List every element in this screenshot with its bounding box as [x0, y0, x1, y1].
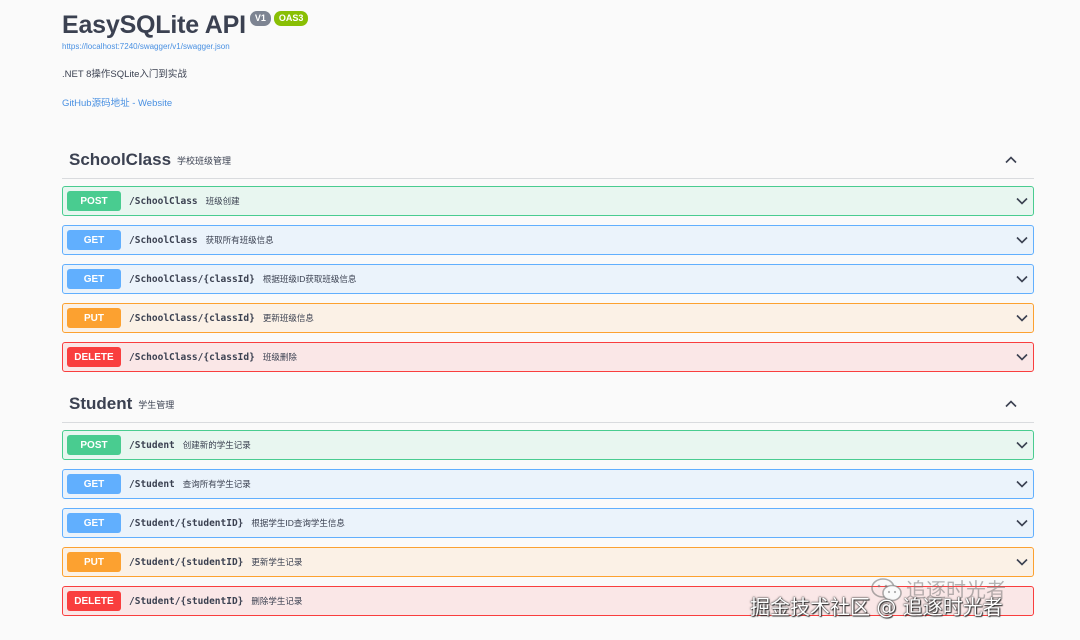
operation-path: /Student — [129, 478, 175, 490]
operation-post-schoolclass[interactable]: POST /SchoolClass 班级创建 — [62, 186, 1034, 216]
operation-path: /SchoolClass/{classId} — [129, 312, 255, 324]
spec-url-link[interactable]: https://localhost:7240/swagger/v1/swagge… — [62, 42, 230, 51]
section-name: Student — [69, 393, 133, 413]
operation-put-schoolclass[interactable]: PUT /SchoolClass/{classId} 更新班级信息 — [62, 303, 1034, 333]
github-website-link[interactable]: GitHub源码地址 - Website — [62, 98, 173, 109]
watermark-author: 追逐时光者 — [906, 578, 1006, 602]
operation-path: /Student/{studentID} — [129, 556, 244, 568]
operation-get-student-by-id[interactable]: GET /Student/{studentID} 根据学生ID查询学生信息 — [62, 508, 1034, 538]
operation-summary: 更新学生记录 — [251, 557, 303, 567]
operation-summary: 班级创建 — [205, 196, 240, 206]
chevron-down-icon[interactable] — [1015, 233, 1029, 247]
chevron-down-icon[interactable] — [1015, 350, 1029, 364]
method-badge: PUT — [67, 552, 121, 572]
api-info: EasySQLite API V1 OAS3 https://localhost… — [62, 10, 309, 109]
method-badge: PUT — [67, 308, 121, 328]
operation-post-student[interactable]: POST /Student 创建新的学生记录 — [62, 430, 1034, 460]
method-badge: POST — [67, 191, 121, 211]
api-title: EasySQLite API — [62, 11, 246, 39]
method-badge: DELETE — [67, 347, 121, 367]
operation-path: /SchoolClass — [129, 195, 198, 207]
method-badge: GET — [67, 230, 121, 250]
method-badge: DELETE — [67, 591, 121, 611]
operation-path: /SchoolClass/{classId} — [129, 351, 255, 363]
method-badge: GET — [67, 513, 121, 533]
chevron-down-icon[interactable] — [1015, 555, 1029, 569]
section-header-student[interactable]: Student 学生管理 — [62, 385, 1034, 423]
operation-path: /Student/{studentID} — [129, 517, 244, 529]
operation-summary: 班级删除 — [262, 352, 297, 362]
chevron-down-icon[interactable] — [1015, 194, 1029, 208]
method-badge: GET — [67, 269, 121, 289]
title-row: EasySQLite API V1 OAS3 — [62, 10, 309, 40]
info-links: GitHub源码地址 - Website — [62, 95, 308, 109]
section-description: 学生管理 — [138, 400, 175, 410]
operation-summary: 根据学生ID查询学生信息 — [251, 518, 345, 528]
operation-path: /SchoolClass — [129, 234, 198, 246]
operation-delete-schoolclass[interactable]: DELETE /SchoolClass/{classId} 班级删除 — [62, 342, 1034, 372]
version-badge: V1 — [249, 11, 271, 26]
operation-path: /Student/{studentID} — [129, 595, 244, 607]
operation-path: /Student — [129, 439, 175, 451]
operation-get-schoolclass[interactable]: GET /SchoolClass 获取所有班级信息 — [62, 225, 1034, 255]
wechat-icon — [871, 578, 902, 602]
operation-put-student[interactable]: PUT /Student/{studentID} 更新学生记录 — [62, 547, 1034, 577]
oas-badge: OAS3 — [273, 11, 309, 26]
operation-summary: 更新班级信息 — [262, 313, 314, 323]
section-header-schoolclass[interactable]: SchoolClass 学校班级管理 — [62, 141, 1034, 179]
section-schoolclass: SchoolClass 学校班级管理 POST /SchoolClass 班级创… — [62, 141, 1034, 372]
method-badge: GET — [67, 474, 121, 494]
chevron-up-icon[interactable] — [1004, 397, 1018, 411]
operation-get-schoolclass-by-id[interactable]: GET /SchoolClass/{classId} 根据班级ID获取班级信息 — [62, 264, 1034, 294]
operation-summary: 根据班级ID获取班级信息 — [262, 274, 357, 284]
watermark-text: 掘金技术社区 @ 追逐时光者 — [750, 595, 1003, 619]
chevron-down-icon[interactable] — [1015, 516, 1029, 530]
operation-summary: 查询所有学生记录 — [182, 479, 251, 489]
chevron-down-icon[interactable] — [1015, 438, 1029, 452]
operation-summary: 创建新的学生记录 — [182, 440, 251, 450]
operation-summary: 删除学生记录 — [251, 596, 303, 606]
chevron-down-icon[interactable] — [1015, 311, 1029, 325]
chevron-down-icon[interactable] — [1015, 477, 1029, 491]
chevron-up-icon[interactable] — [1004, 153, 1018, 167]
section-description: 学校班级管理 — [177, 156, 232, 166]
operation-get-student[interactable]: GET /Student 查询所有学生记录 — [62, 469, 1034, 499]
section-student: Student 学生管理 POST /Student 创建新的学生记录 GET … — [62, 385, 1034, 616]
section-name: SchoolClass — [69, 149, 172, 169]
chevron-down-icon[interactable] — [1015, 272, 1029, 286]
operation-path: /SchoolClass/{classId} — [129, 273, 255, 285]
method-badge: POST — [67, 435, 121, 455]
api-description: .NET 8操作SQLite入门到实战 — [62, 69, 187, 80]
operation-summary: 获取所有班级信息 — [205, 235, 274, 245]
